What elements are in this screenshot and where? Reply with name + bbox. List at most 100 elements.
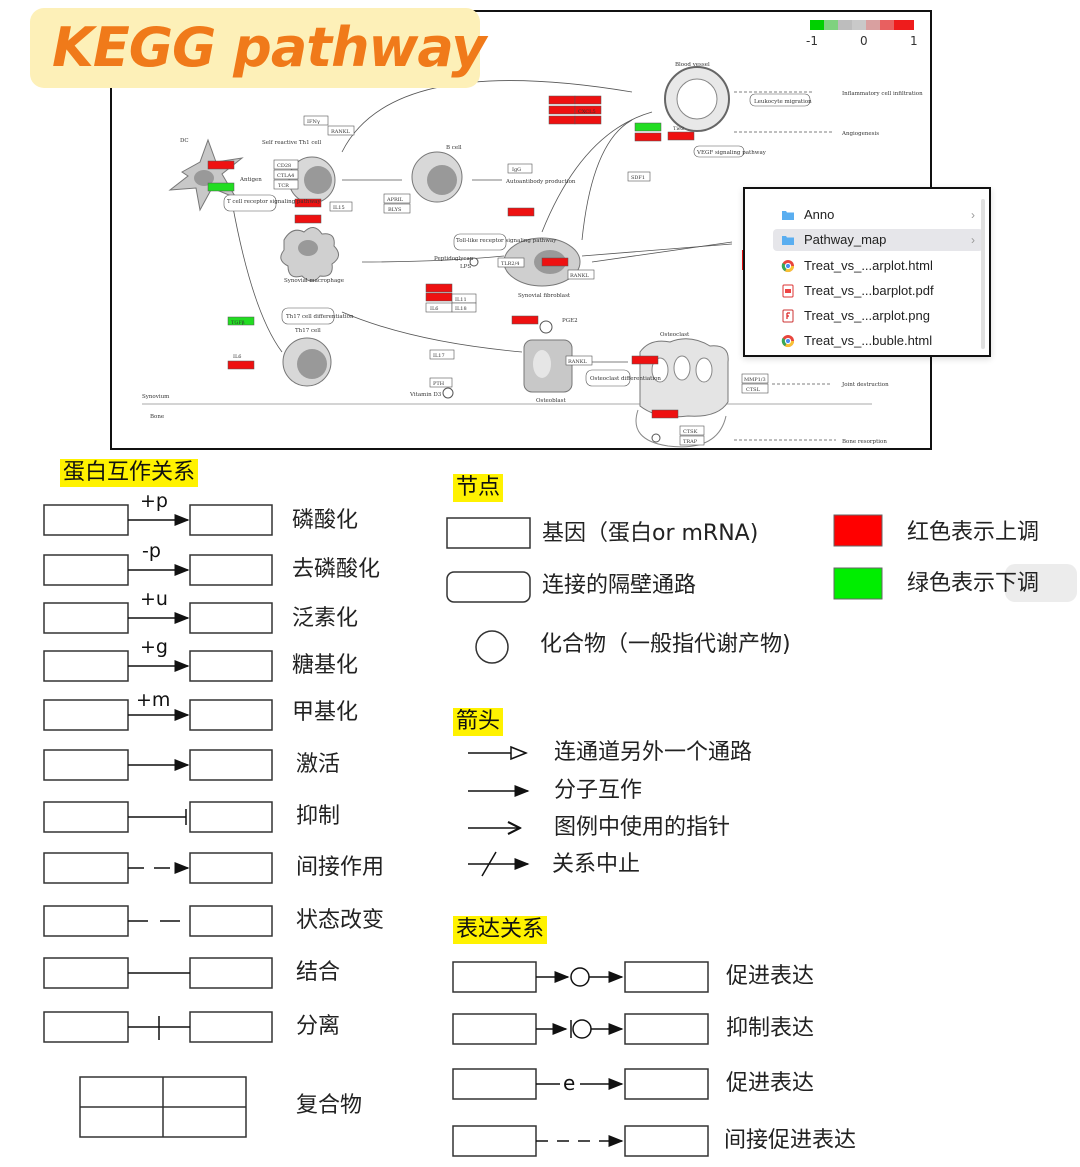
legend-label-gene: 基因（蛋白or mRNA) bbox=[542, 521, 759, 546]
title-badge bbox=[30, 8, 480, 88]
pathway-diagram: Blood vessel Inflammatory cell infiltrat… bbox=[142, 20, 923, 448]
legend-label-repress-expression: 抑制表达 bbox=[726, 1016, 815, 1041]
gene-label: CXCL5 bbox=[578, 109, 596, 115]
pdf-icon bbox=[782, 284, 794, 298]
legend-label-legend-pointer: 图例中使用的指针 bbox=[554, 815, 731, 840]
gene-label: SDF1 bbox=[631, 175, 645, 181]
chevron-right-icon: › bbox=[971, 208, 975, 222]
label-inflammatory: Inflammatory cell infiltration bbox=[842, 91, 923, 97]
section-title-expression: 表达关系 bbox=[453, 916, 548, 944]
scale-max: 1 bbox=[910, 34, 918, 48]
section-title-nodes: 节点 bbox=[453, 474, 504, 502]
legend-label-state-change: 状态改变 bbox=[296, 908, 385, 933]
gene-label: IL18 bbox=[455, 306, 467, 312]
folder-icon bbox=[782, 236, 794, 245]
section-title-interactions: 蛋白互作关系 bbox=[60, 459, 199, 487]
gene-label: CD28 bbox=[277, 163, 291, 169]
mod-label-methyl: +m bbox=[136, 689, 171, 711]
legend-label-ubiquitination: 泛素化 bbox=[292, 606, 359, 631]
label-autoantibody: Autoantibody production bbox=[505, 179, 576, 185]
label-self-reactive: Self reactive Th1 cell bbox=[262, 140, 321, 146]
legend-label-promote-expression: 促进表达 bbox=[726, 964, 815, 989]
gene-label: CTSK bbox=[683, 429, 698, 435]
legend-label-methylation: 甲基化 bbox=[292, 700, 359, 725]
file-item-png[interactable]: Treat_vs_...arplot.png bbox=[773, 305, 983, 327]
legend-label-molecular-interaction: 分子互作 bbox=[554, 778, 643, 803]
file-item-label: Pathway_map bbox=[804, 232, 887, 247]
gene-label: CTLA4 bbox=[277, 173, 294, 179]
label-lps: LPS bbox=[460, 264, 471, 270]
label-b-cell: B cell bbox=[446, 145, 462, 151]
legend-label-compound: 化合物（一般指代谢产物) bbox=[540, 632, 791, 657]
label-pge2: PGE2 bbox=[562, 318, 578, 324]
file-item-label: Treat_vs_...buble.html bbox=[804, 333, 933, 348]
gene-label: IL6 bbox=[430, 306, 438, 312]
expression-mark-e: e bbox=[563, 1071, 576, 1095]
legend-label-dissociation: 分离 bbox=[296, 1014, 341, 1039]
gene-label: IL6 bbox=[233, 354, 241, 360]
legend-label-complex: 复合物 bbox=[296, 1093, 363, 1118]
file-item-label: Treat_vs_...arplot.html bbox=[804, 258, 933, 273]
scale-min: -1 bbox=[806, 34, 818, 48]
label-bone-resorption: Bone resorption bbox=[842, 439, 887, 445]
file-item-pdf[interactable]: Treat_vs_...barplot.pdf bbox=[773, 280, 983, 302]
file-browser-window: Anno › Pathway_map › Treat_vs_...arplot.… bbox=[743, 187, 991, 357]
label-blood-vessel: Blood vessel bbox=[675, 62, 710, 68]
file-item-html[interactable]: Treat_vs_...arplot.html bbox=[773, 255, 983, 277]
label-leukocyte: Leukocyte migration bbox=[754, 99, 812, 105]
selection-overlay bbox=[1005, 564, 1077, 602]
gene-label: APRIL bbox=[386, 197, 404, 203]
gene-label: MMP1/3 bbox=[744, 377, 766, 383]
label-angiogenesis: Angiogenesis bbox=[841, 131, 879, 137]
chrome-icon bbox=[781, 260, 794, 273]
png-file-icon bbox=[782, 309, 794, 323]
label-tlr-pathway: Toll-like receptor signaling pathway bbox=[456, 238, 557, 244]
gene-label: IL17 bbox=[433, 353, 445, 359]
legend-label-link-pathway: 连通道另外一个通路 bbox=[554, 740, 753, 765]
gene-label: IFNγ bbox=[307, 119, 320, 125]
label-synovial-macrophage: Synovial macrophage bbox=[284, 278, 344, 284]
legend-label-binding: 结合 bbox=[296, 960, 341, 985]
gene-label: PTH bbox=[433, 381, 445, 387]
scale-mid: 0 bbox=[860, 34, 868, 48]
legend-label-promote-expression-e: 促进表达 bbox=[726, 1071, 815, 1096]
gene-label: Tie2 bbox=[673, 126, 684, 132]
folder-icon bbox=[782, 211, 794, 220]
mod-label-ubiquitin: +u bbox=[140, 588, 168, 610]
gene-label: TRAP bbox=[683, 439, 698, 445]
color-scale-bar bbox=[810, 20, 914, 30]
file-item-anno[interactable]: Anno › bbox=[773, 204, 983, 226]
page-title: KEGG pathway bbox=[52, 16, 486, 79]
gene-label: IL15 bbox=[333, 205, 345, 211]
gene-label: TLR2/4 bbox=[501, 261, 519, 267]
mod-label-dephospho: -p bbox=[142, 540, 161, 562]
gene-label: IgG bbox=[512, 167, 521, 173]
label-vegf: VEGF signaling pathway bbox=[696, 150, 767, 156]
legend-label-up: 红色表示上调 bbox=[907, 520, 1040, 545]
gene-label: TGFβ bbox=[231, 320, 245, 326]
label-synovial-fibroblast: Synovial fibroblast bbox=[518, 293, 571, 299]
legend-label-phosphorylation: 磷酸化 bbox=[292, 508, 359, 533]
label-vitamin-d3: Vitamin D3 bbox=[409, 392, 442, 398]
legend-label-activation: 激活 bbox=[296, 752, 341, 777]
gene-label: CTSL bbox=[746, 387, 761, 393]
label-th17: Th17 cell bbox=[295, 328, 321, 334]
legend-label-dephosphorylation: 去磷酸化 bbox=[292, 557, 381, 582]
label-synovium: Synovium bbox=[142, 394, 170, 400]
label-joint-destruction: Joint destruction bbox=[841, 382, 889, 388]
file-item-html[interactable]: Treat_vs_...buble.html bbox=[773, 330, 983, 352]
gene-label: IL11 bbox=[455, 297, 467, 303]
scrollbar[interactable] bbox=[981, 199, 985, 349]
legend-label-linked-pathway: 连接的隔壁通路 bbox=[542, 573, 697, 598]
mod-label-glyco: +g bbox=[140, 636, 168, 658]
label-dc: DC bbox=[180, 138, 189, 144]
file-item-label: Anno bbox=[804, 207, 835, 222]
legend-label-inhibition: 抑制 bbox=[296, 804, 341, 829]
gene-label: RANKL bbox=[331, 129, 350, 135]
file-item-pathway-map[interactable]: Pathway_map › bbox=[773, 229, 983, 251]
gene-label: RANKL bbox=[570, 273, 589, 279]
chevron-right-icon: › bbox=[971, 233, 975, 247]
mod-label-phospho: +p bbox=[140, 490, 168, 512]
label-osteoclast-diff: Osteoclast differentiation bbox=[590, 376, 661, 382]
legend-label-indirect: 间接作用 bbox=[296, 855, 385, 880]
